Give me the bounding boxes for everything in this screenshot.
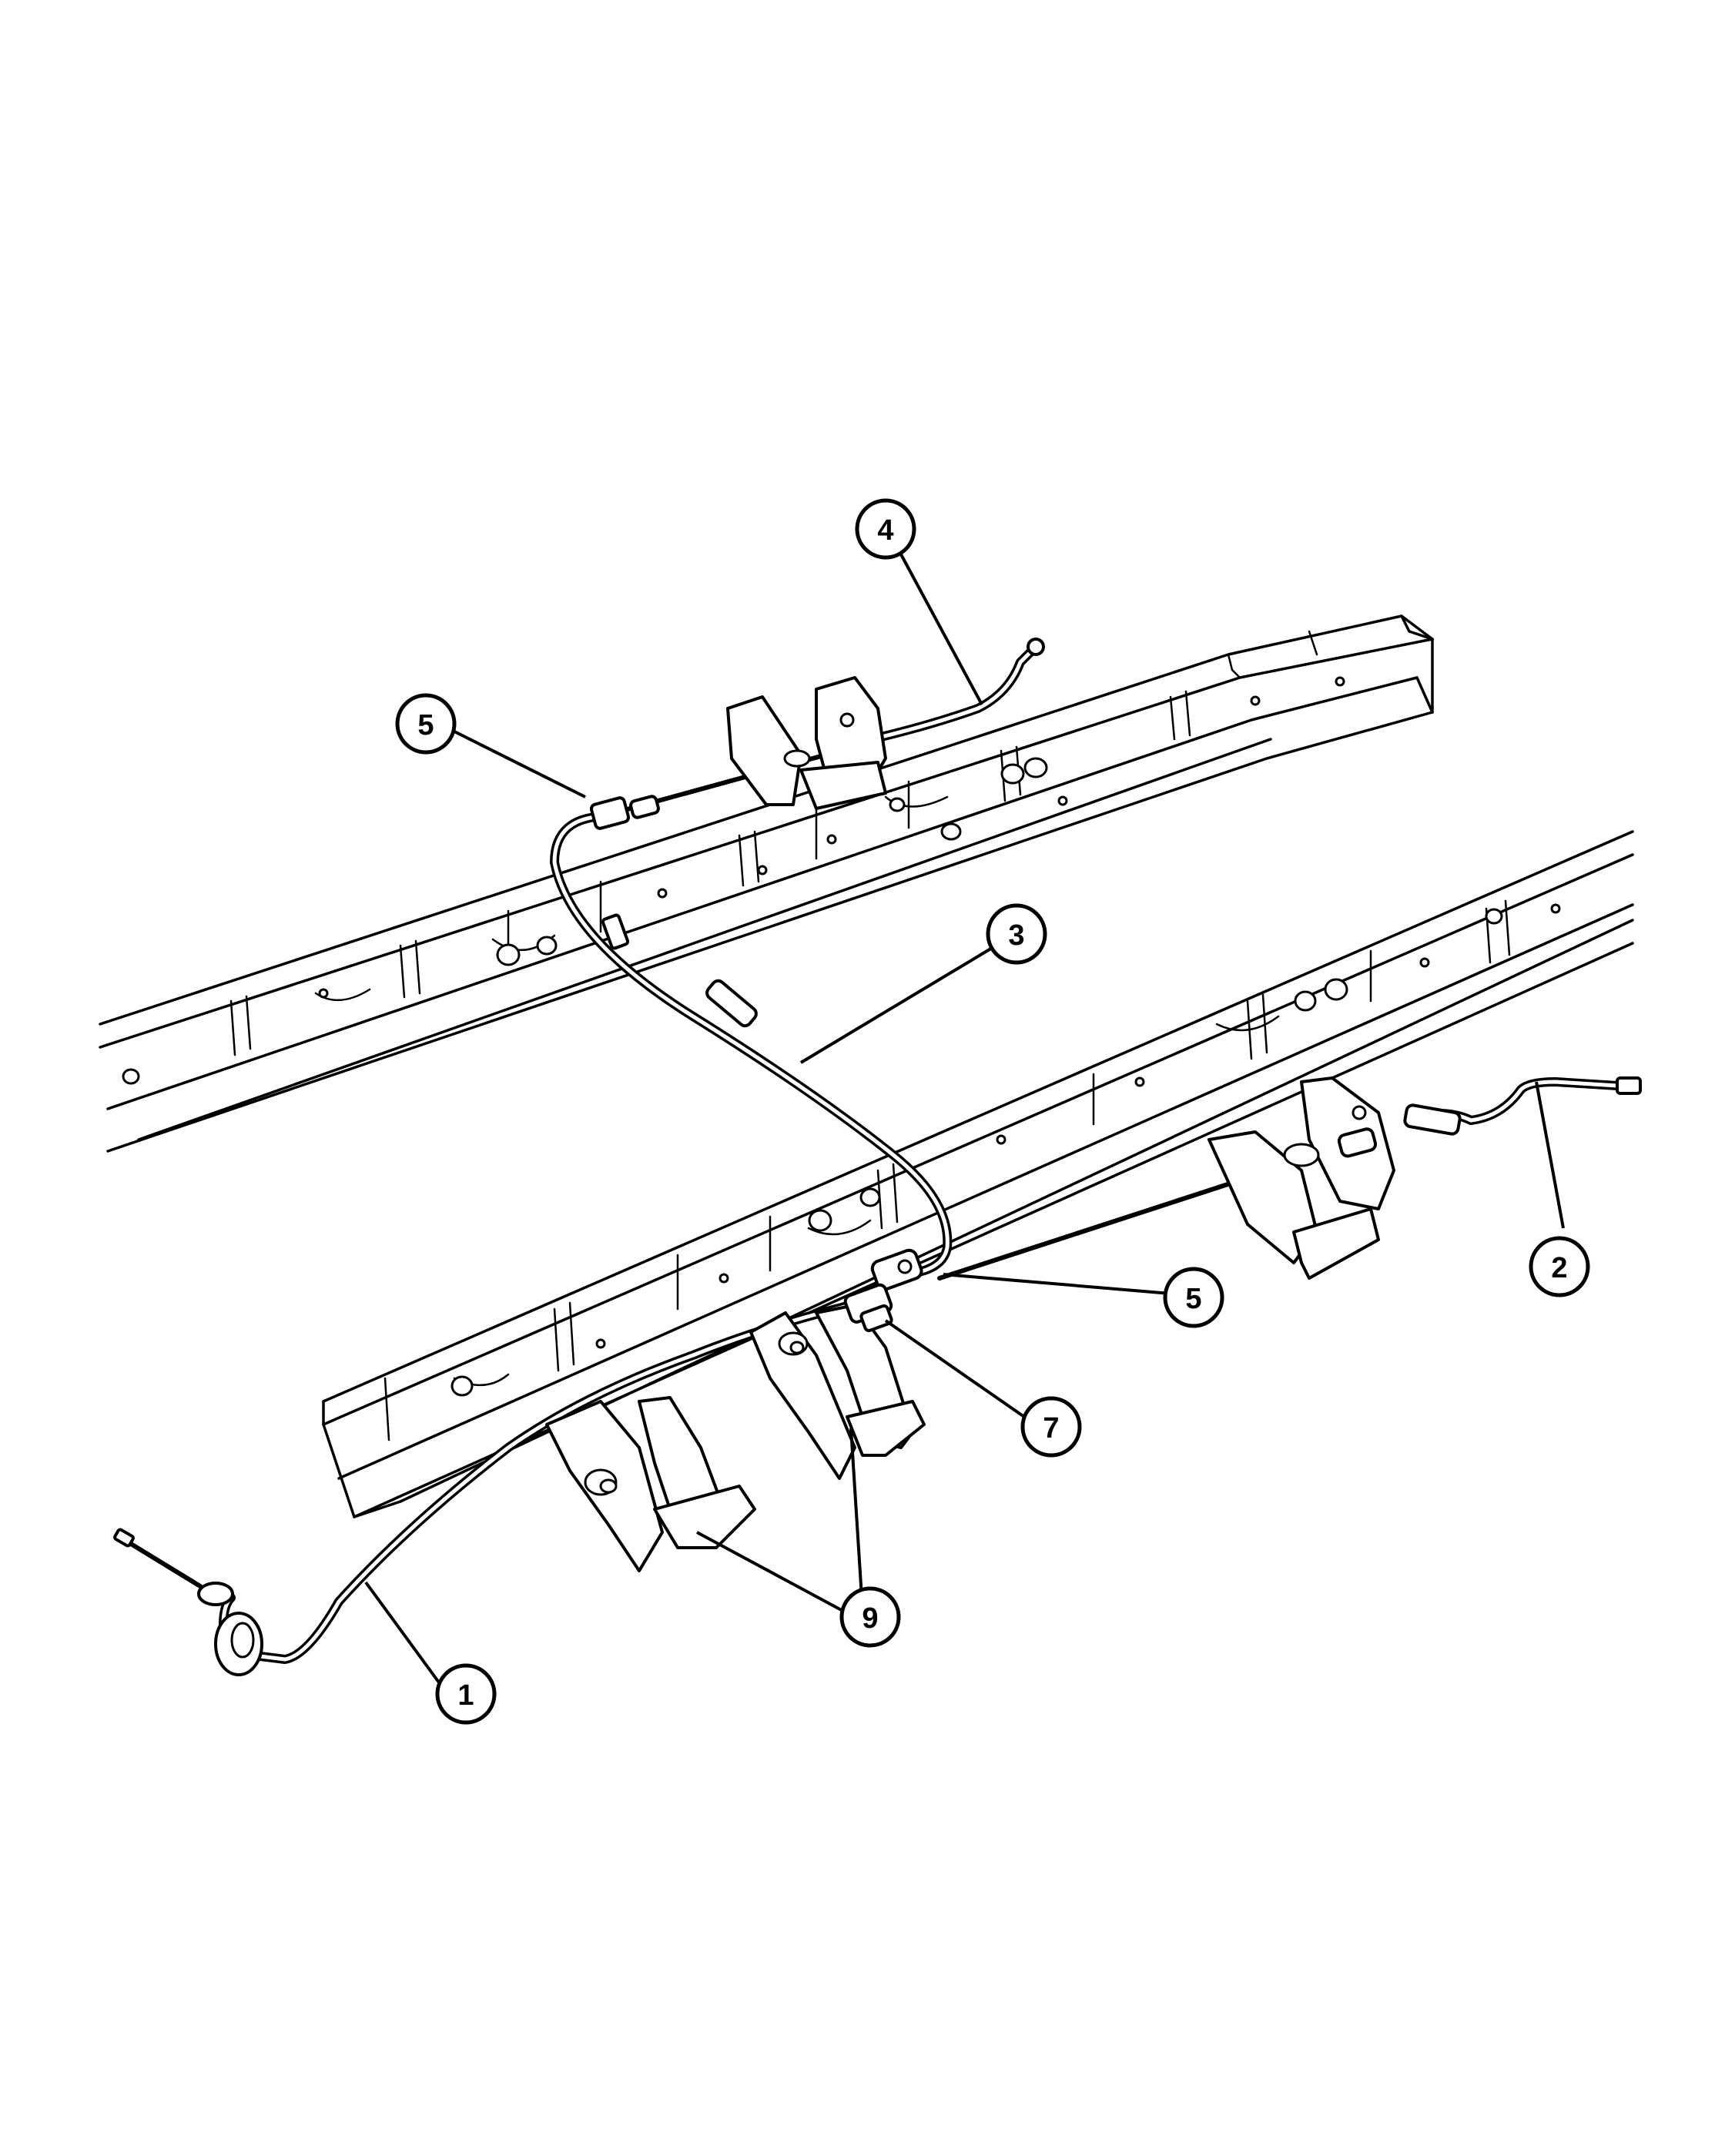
- callout-3: 3: [986, 903, 1047, 965]
- callout-5-upper: 5: [395, 693, 457, 755]
- cable-2: [937, 1076, 1642, 1281]
- cable-3: [550, 812, 953, 1279]
- cable-clip-7: [843, 1283, 893, 1333]
- leader-lines: [364, 554, 1565, 1684]
- callout-7: 7: [1020, 1396, 1082, 1458]
- svg-text:9: 9: [862, 1602, 878, 1635]
- cable-bracket-left: [545, 1396, 756, 1572]
- svg-text:1: 1: [457, 1679, 474, 1712]
- cable-1: [113, 1297, 871, 1676]
- svg-text:4: 4: [877, 514, 893, 547]
- equalizer-clip-lower: [870, 1248, 923, 1291]
- callout-1: 1: [435, 1663, 497, 1725]
- svg-text:2: 2: [1551, 1252, 1567, 1284]
- equalizer-clip-upper: [589, 796, 631, 830]
- callout-4: 4: [855, 498, 916, 560]
- cable-bracket-middle: [749, 1304, 926, 1480]
- svg-text:3: 3: [1008, 919, 1024, 952]
- upper-cable-bracket: [726, 676, 887, 810]
- cable-4: [614, 638, 1045, 819]
- right-cable-bracket: [1208, 1076, 1395, 1280]
- svg-text:5: 5: [1185, 1283, 1201, 1315]
- upper-frame-rail: [99, 614, 1434, 1153]
- svg-text:7: 7: [1043, 1412, 1059, 1445]
- callout-2: 2: [1529, 1236, 1590, 1297]
- upper-rail-holes: [122, 676, 1345, 1085]
- lower-rail-holes: [451, 903, 1561, 1397]
- callout-9: 9: [839, 1586, 901, 1648]
- lower-frame-rail: [322, 830, 1634, 1518]
- svg-text:5: 5: [417, 709, 434, 742]
- callout-5-lower: 5: [1163, 1267, 1224, 1328]
